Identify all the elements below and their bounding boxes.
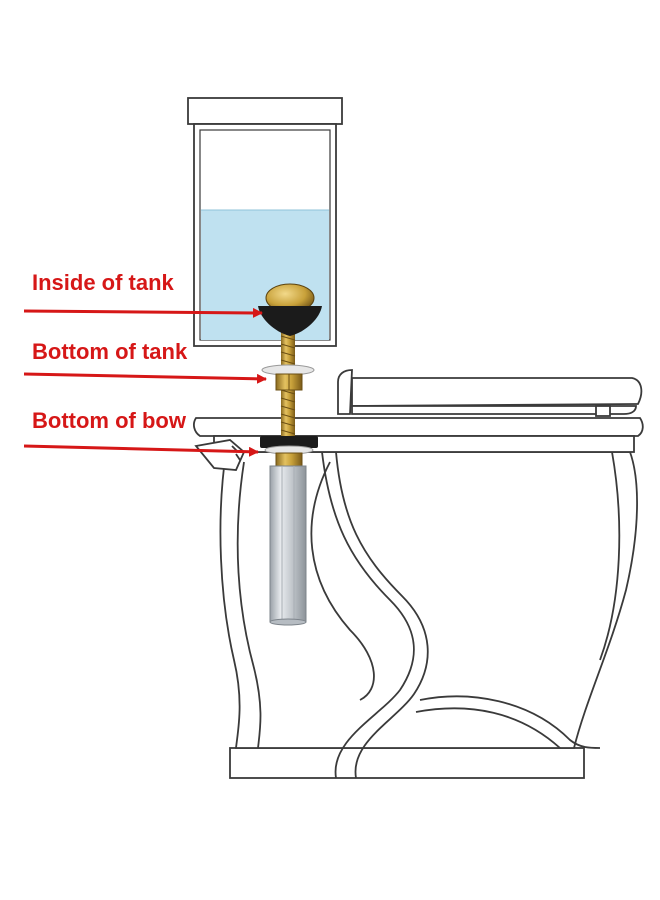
tank-lid [187, 97, 343, 125]
seat-lid-bottom [351, 405, 637, 415]
bowl-base [229, 747, 585, 779]
callout-arrow-inside-of-tank [23, 307, 263, 318]
bowl-trapway-inner [335, 451, 429, 779]
toilet-bowl [193, 369, 644, 779]
seat-lid [337, 369, 353, 415]
seat-lid-top [351, 377, 643, 407]
seat-hinge-right [595, 405, 611, 417]
bowl-outlet-curve [419, 695, 601, 749]
hex-extension-sleeve [269, 465, 307, 626]
callout-bottom-of-bowl: Bottom of bow [23, 408, 259, 457]
callout-label-bottom-of-tank: Bottom of tank [32, 339, 188, 364]
bowl-right-wall [599, 451, 621, 661]
callout-bottom-of-tank: Bottom of tank [23, 339, 267, 384]
bowl-rim-ledge [193, 417, 644, 437]
bowl-trapway-outer [321, 451, 415, 779]
sleeve-body [269, 465, 307, 623]
callout-arrow-bottom-of-tank [23, 372, 267, 384]
callout-label-inside-of-tank: Inside of tank [32, 270, 175, 295]
callout-label-bottom-of-bowl: Bottom of bow [32, 408, 187, 433]
bowl-outlet-curve-2 [415, 707, 561, 749]
callout-inside-of-tank: Inside of tank [23, 270, 263, 318]
bowl-inner-contour [236, 461, 262, 749]
bowl-ear [194, 439, 246, 471]
bowl-body [219, 451, 638, 749]
callout-arrow-bottom-of-bowl [23, 444, 259, 457]
tank-rubber-washer [258, 306, 322, 336]
sleeve-end [269, 618, 307, 626]
tank-to-bowl-bolt [258, 283, 322, 490]
bowl-rim-channel [310, 461, 375, 701]
bowl-rubber-washer [260, 436, 318, 448]
bowl-nut [275, 452, 303, 468]
